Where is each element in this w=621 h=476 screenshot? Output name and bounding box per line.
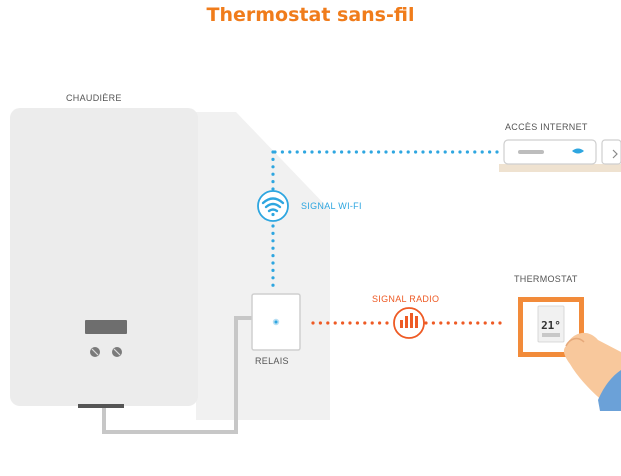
thermostat-label: THERMOSTAT (514, 274, 578, 284)
boiler-shadow (196, 112, 330, 420)
diagram-title: Thermostat sans-fil (206, 4, 415, 26)
internet-router (499, 139, 621, 172)
boiler (10, 108, 198, 408)
radio-label: SIGNAL RADIO (372, 294, 440, 304)
wifi-label: SIGNAL WI-FI (301, 201, 362, 211)
wifi-icon (257, 190, 289, 222)
hand-icon (563, 332, 621, 411)
boiler-base (78, 404, 124, 408)
thermostat-temperature: 21° (541, 319, 561, 332)
router-led-icon (572, 148, 584, 154)
relay-label: RELAIS (255, 356, 289, 366)
relay-box (251, 293, 301, 351)
boiler-label: CHAUDIÈRE (66, 93, 122, 103)
sleeve (598, 370, 621, 411)
relay-cable (102, 316, 252, 434)
internet-label: ACCÈS INTERNET (505, 122, 588, 132)
shelf (499, 164, 621, 172)
radio-signal-icon (393, 307, 425, 339)
boiler-display (85, 320, 127, 334)
wifi-signal-path (271, 150, 499, 294)
